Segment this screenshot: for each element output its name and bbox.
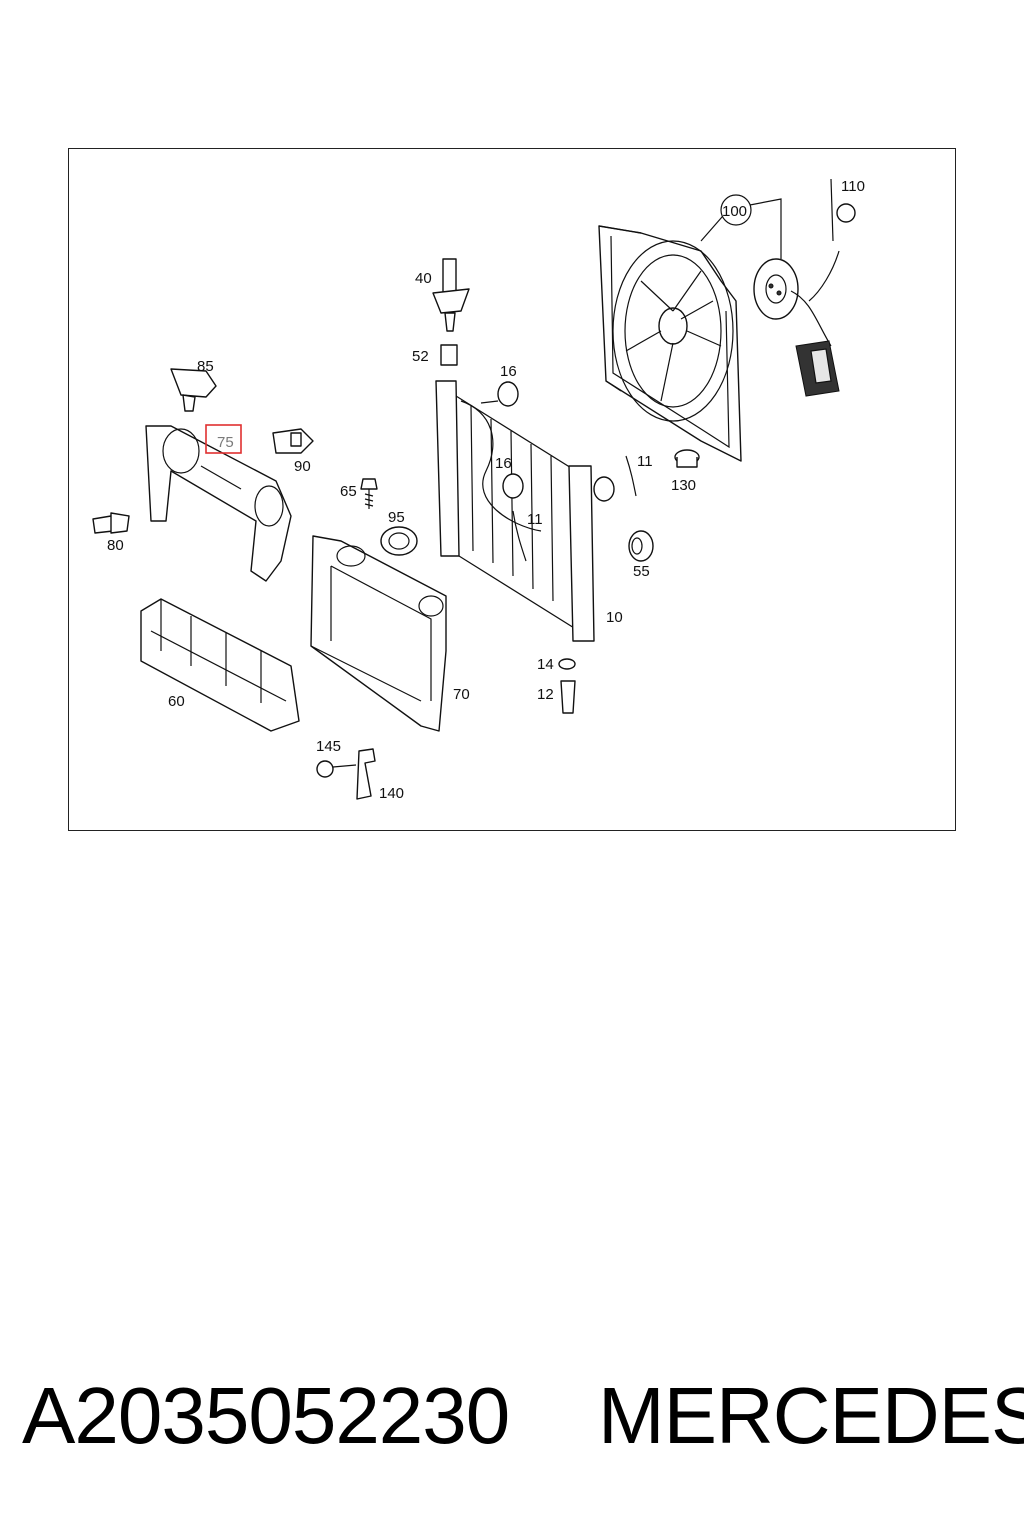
callout-80: 80 <box>107 537 124 554</box>
callout-14: 14 <box>537 656 554 673</box>
callout-140: 140 <box>379 785 404 802</box>
seal-95 <box>380 526 418 556</box>
bracket-40 <box>432 258 470 332</box>
part-number: A2035052230 <box>22 1371 510 1460</box>
callout-11-right: 11 <box>637 453 653 470</box>
callout-65: 65 <box>340 483 357 500</box>
callout-90: 90 <box>294 458 311 475</box>
callout-75: 75 <box>217 434 234 451</box>
washer-14 <box>558 658 576 670</box>
bolt-145 <box>316 760 357 778</box>
callout-100-circle <box>720 194 752 226</box>
callout-12: 12 <box>537 686 554 703</box>
cable-clip <box>808 178 856 302</box>
grommet-16-middle <box>502 473 524 499</box>
hose-11-left <box>512 510 527 562</box>
parts-diagram: 110 100 40 52 16 85 75 90 16 11 130 65 9… <box>68 148 956 831</box>
air-duct-60 <box>140 598 300 732</box>
callout-145: 145 <box>316 738 341 755</box>
drain-plug-12 <box>560 680 576 714</box>
fan-shroud <box>598 225 742 462</box>
bolt-65 <box>360 478 378 509</box>
callout-16-top: 16 <box>500 363 517 380</box>
callout-95: 95 <box>388 509 405 526</box>
callout-60: 60 <box>168 693 185 710</box>
push-clip-80 <box>92 512 130 534</box>
radiator <box>435 380 615 642</box>
frame-70 <box>310 535 447 732</box>
callout-16-middle: 16 <box>495 455 512 472</box>
footer-row: A2035052230 MERCEDES <box>0 1370 1024 1480</box>
callout-52: 52 <box>412 348 429 365</box>
fan-motor <box>753 258 832 347</box>
callout-130: 130 <box>671 477 696 494</box>
callout-11-left: 11 <box>527 511 543 528</box>
exploded-view-drawing: 110 100 40 52 16 85 75 90 16 11 130 65 9… <box>92 178 865 802</box>
callout-110: 110 <box>841 178 865 195</box>
callout-70: 70 <box>453 686 470 703</box>
callout-55: 55 <box>633 563 650 580</box>
clip-85 <box>170 368 217 412</box>
hose-11-right <box>625 455 637 497</box>
fan-control-module <box>795 340 840 397</box>
callout-10: 10 <box>606 609 623 626</box>
callout-85: 85 <box>197 358 214 375</box>
block-52 <box>440 344 458 366</box>
bracket-90 <box>272 428 314 454</box>
bracket-140 <box>356 748 376 800</box>
highlight-box-75 <box>205 424 242 454</box>
callout-40: 40 <box>415 270 432 287</box>
seal-55 <box>628 530 654 562</box>
air-guide-75 <box>145 425 292 582</box>
brand-name: MERCEDES <box>598 1371 1024 1460</box>
cap-130 <box>674 449 700 468</box>
callout-100: 100 <box>722 203 747 220</box>
grommet-16-top <box>497 381 519 407</box>
